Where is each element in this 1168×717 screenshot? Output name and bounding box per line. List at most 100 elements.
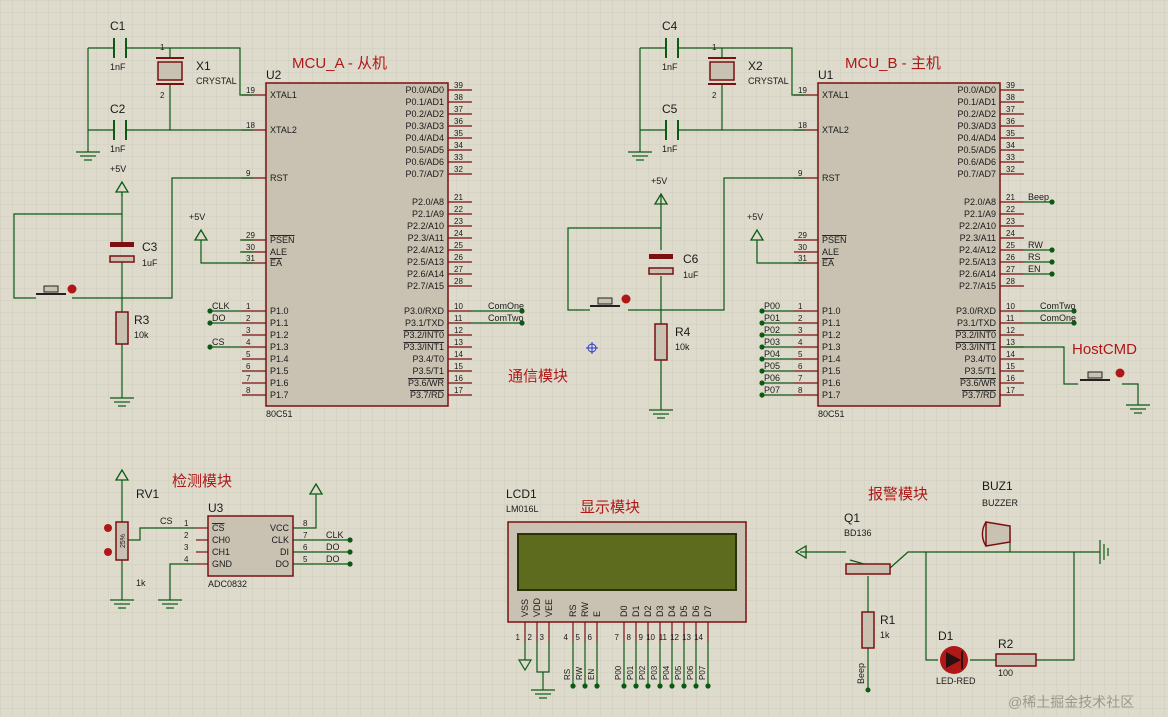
- mcu-a-oscillator: [87, 47, 253, 152]
- mcu-ref: U1: [818, 68, 834, 82]
- pin-name: P3.4/T0: [964, 354, 996, 364]
- pin-number: 35: [454, 129, 463, 138]
- r4-value: 10k: [675, 342, 690, 352]
- vcc-arrow: [114, 180, 130, 196]
- pin-name: P0.1/AD1: [957, 97, 996, 107]
- pin-name: P2.2/A10: [959, 221, 996, 231]
- c2-ref: C2: [110, 102, 126, 116]
- crystal-x1[interactable]: [156, 57, 184, 85]
- net-label: RW: [1028, 240, 1043, 250]
- pin-name: P0.7/AD7: [405, 169, 444, 179]
- pin-number: 17: [454, 386, 463, 395]
- pin-name: D5: [679, 605, 689, 617]
- rv1-value: 1k: [136, 578, 146, 588]
- ground-symbol: [110, 397, 134, 407]
- led-d1[interactable]: [940, 646, 968, 674]
- pin-number: 6: [246, 362, 251, 371]
- pin-name: D1: [631, 605, 641, 617]
- pin-number: 8: [303, 519, 308, 528]
- vcc-label: +5V: [189, 212, 205, 222]
- resistor-r2[interactable]: [995, 653, 1037, 667]
- r2-value: 100: [998, 668, 1013, 678]
- pin-name: DO: [276, 559, 290, 569]
- pin-name: VCC: [270, 523, 290, 533]
- resistor-r3[interactable]: [115, 311, 129, 345]
- reset-button-a[interactable]: [30, 284, 77, 299]
- lcd-module[interactable]: VSS1VDD2VEE3RS4RSRW5RWE6END07P00D18P01D2…: [507, 521, 747, 699]
- pin-name: P3.0/RXD: [956, 306, 997, 316]
- pin-number: 2: [798, 314, 803, 323]
- pin-number: 3: [246, 326, 251, 335]
- c4-value: 1nF: [662, 62, 678, 72]
- r2-ref: R2: [998, 637, 1014, 651]
- pin-number: 26: [454, 253, 463, 262]
- pin-number: 8: [798, 386, 803, 395]
- pin-name: CLK: [271, 535, 289, 545]
- pin-number: 21: [1006, 193, 1015, 202]
- r3-ref: R3: [134, 313, 150, 327]
- x2-pin2: 2: [712, 91, 717, 100]
- resistor-r4[interactable]: [654, 323, 668, 361]
- capacitor-c4[interactable]: [665, 38, 679, 58]
- c1-ref: C1: [110, 19, 126, 33]
- pin-name: P0.7/AD7: [957, 169, 996, 179]
- pin-number: 22: [454, 205, 463, 214]
- hostcmd-title: HostCMD: [1072, 341, 1137, 358]
- pin-number: 5: [798, 350, 803, 359]
- c1-value: 1nF: [110, 62, 126, 72]
- pin-end-dot: [207, 344, 213, 350]
- pin-number: 27: [1006, 265, 1015, 274]
- pin-name: P0.5/AD5: [405, 145, 444, 155]
- pin-end-dot: [570, 683, 576, 689]
- pin-number: 13: [1006, 338, 1015, 347]
- reset-button-b[interactable]: [584, 294, 631, 311]
- pin-number: 13: [682, 633, 691, 642]
- pin-number: 11: [1006, 314, 1015, 323]
- potentiometer-rv1[interactable]: [104, 521, 129, 561]
- capacitor-c1[interactable]: [113, 38, 127, 58]
- crystal-x2[interactable]: [708, 57, 736, 85]
- pin-end-dot: [1049, 259, 1055, 265]
- q1-value: BD136: [844, 528, 872, 538]
- pin-name: P1.5: [270, 366, 289, 376]
- capacitor-c3[interactable]: [109, 242, 135, 263]
- pin-name: P0.6/AD6: [957, 157, 996, 167]
- pin-name: XTAL2: [822, 125, 849, 135]
- pin-number: 24: [1006, 229, 1015, 238]
- net-label: P07: [764, 385, 780, 395]
- capacitor-c6[interactable]: [648, 254, 674, 275]
- rv1-position: 25%: [120, 534, 127, 548]
- ground-symbol: [1099, 540, 1109, 564]
- pin-number: 1: [184, 519, 189, 528]
- pin-name: P2.2/A10: [407, 221, 444, 231]
- pin-name: E: [592, 611, 602, 617]
- mcu-b-oscillator: [639, 47, 805, 152]
- pin-number: 34: [1006, 141, 1015, 150]
- pin-number: 28: [454, 277, 463, 286]
- resistor-r1[interactable]: [861, 611, 875, 649]
- r3-value: 10k: [134, 330, 149, 340]
- pin-name: ALE: [822, 247, 839, 257]
- pin-name: D0: [619, 605, 629, 617]
- lcd-type: LM016L: [506, 504, 539, 514]
- transistor-q1[interactable]: [845, 559, 891, 575]
- pin-number: 4: [246, 338, 251, 347]
- capacitor-c2[interactable]: [113, 120, 127, 140]
- buz1-ref: BUZ1: [982, 479, 1013, 493]
- pin-name: P0.1/AD1: [405, 97, 444, 107]
- c5-ref: C5: [662, 102, 678, 116]
- pin-number: 25: [454, 241, 463, 250]
- capacitor-c5[interactable]: [665, 120, 679, 140]
- pin-name: P1.4: [822, 354, 841, 364]
- cursor-marker: [586, 342, 598, 354]
- pin-number: 33: [454, 153, 463, 162]
- arrow-left-icon: [794, 544, 807, 560]
- pin-name: P0.3/AD3: [957, 121, 996, 131]
- buzzer-buz1[interactable]: [981, 521, 1011, 547]
- q1-ref: Q1: [844, 511, 860, 525]
- hostcmd-button[interactable]: [1080, 368, 1125, 381]
- net-label: P04: [662, 665, 671, 680]
